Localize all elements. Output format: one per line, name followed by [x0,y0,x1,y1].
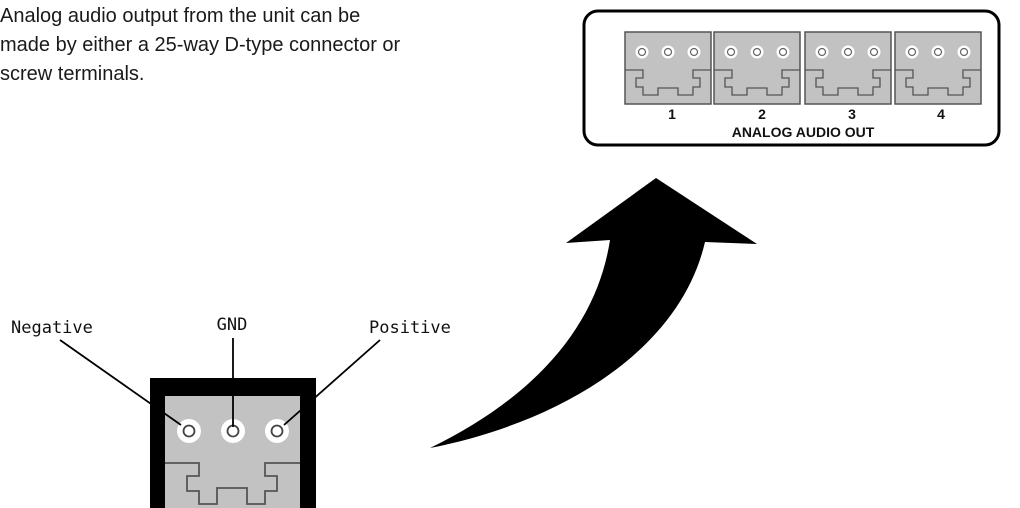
intro-line-3: screw terminals. [0,63,145,85]
connector-number-4: 4 [937,106,945,122]
positive-leader-line [283,339,381,426]
curved-arrow-icon [430,178,757,448]
terminal-block-2 [713,31,801,105]
terminal-block-3 [804,31,892,105]
connector-number-3: 3 [848,106,856,122]
intro-line-1: Analog audio output from the unit can be [0,5,361,27]
gnd-label: GND [217,315,248,335]
analog-audio-out-panel: 1 2 3 4 ANALOG AUDIO OUT [582,9,1001,147]
connector-number-2: 2 [758,106,766,122]
connector-detail: Negative GND Positive [11,315,451,508]
connector-number-1: 1 [668,106,676,122]
panel-caption: ANALOG AUDIO OUT [732,124,875,140]
negative-label: Negative [11,318,93,338]
positive-terminal [265,419,289,443]
intro-line-2: made by either a 25-way D-type connector… [0,34,401,56]
gnd-terminal [221,419,245,443]
intro-paragraph: Analog audio output from the unit can be… [0,2,540,89]
positive-label: Positive [369,318,451,338]
negative-terminal [177,419,201,443]
negative-leader-line [59,339,182,426]
terminal-block-4 [894,31,982,105]
terminal-block-1 [624,31,712,105]
